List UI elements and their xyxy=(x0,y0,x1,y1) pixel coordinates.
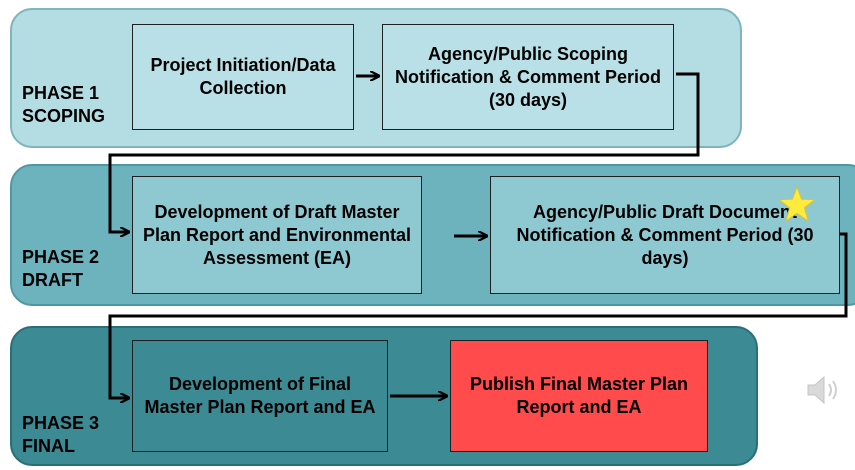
step-scoping-notification-text: Agency/Public Scoping Notification & Com… xyxy=(394,43,661,110)
step-publish-final-text: Publish Final Master Plan Report and EA xyxy=(469,374,689,417)
step-draft-notification: Agency/Public Draft Document Notificatio… xyxy=(490,176,840,294)
step-project-initiation: Project Initiation/Data Collection xyxy=(132,24,354,130)
step-final-development: Development of Final Master Plan Report … xyxy=(132,340,388,452)
step-draft-development: Development of Draft Master Plan Report … xyxy=(132,176,422,294)
phase-1-label: PHASE 1 SCOPING xyxy=(22,83,106,126)
speaker-icon[interactable] xyxy=(804,372,844,408)
step-draft-notification-text: Agency/Public Draft Document Notificatio… xyxy=(516,201,814,268)
star-icon xyxy=(778,186,816,222)
step-scoping-notification: Agency/Public Scoping Notification & Com… xyxy=(382,24,674,130)
phase-2-label: PHASE 2 DRAFT xyxy=(22,247,100,290)
step-draft-development-text: Development of Draft Master Plan Report … xyxy=(142,201,412,268)
step-project-initiation-text: Project Initiation/Data Collection xyxy=(150,55,336,98)
step-publish-final: Publish Final Master Plan Report and EA xyxy=(450,340,708,452)
phase-3-label: PHASE 3 FINAL xyxy=(22,413,100,456)
step-final-development-text: Development of Final Master Plan Report … xyxy=(144,374,376,417)
